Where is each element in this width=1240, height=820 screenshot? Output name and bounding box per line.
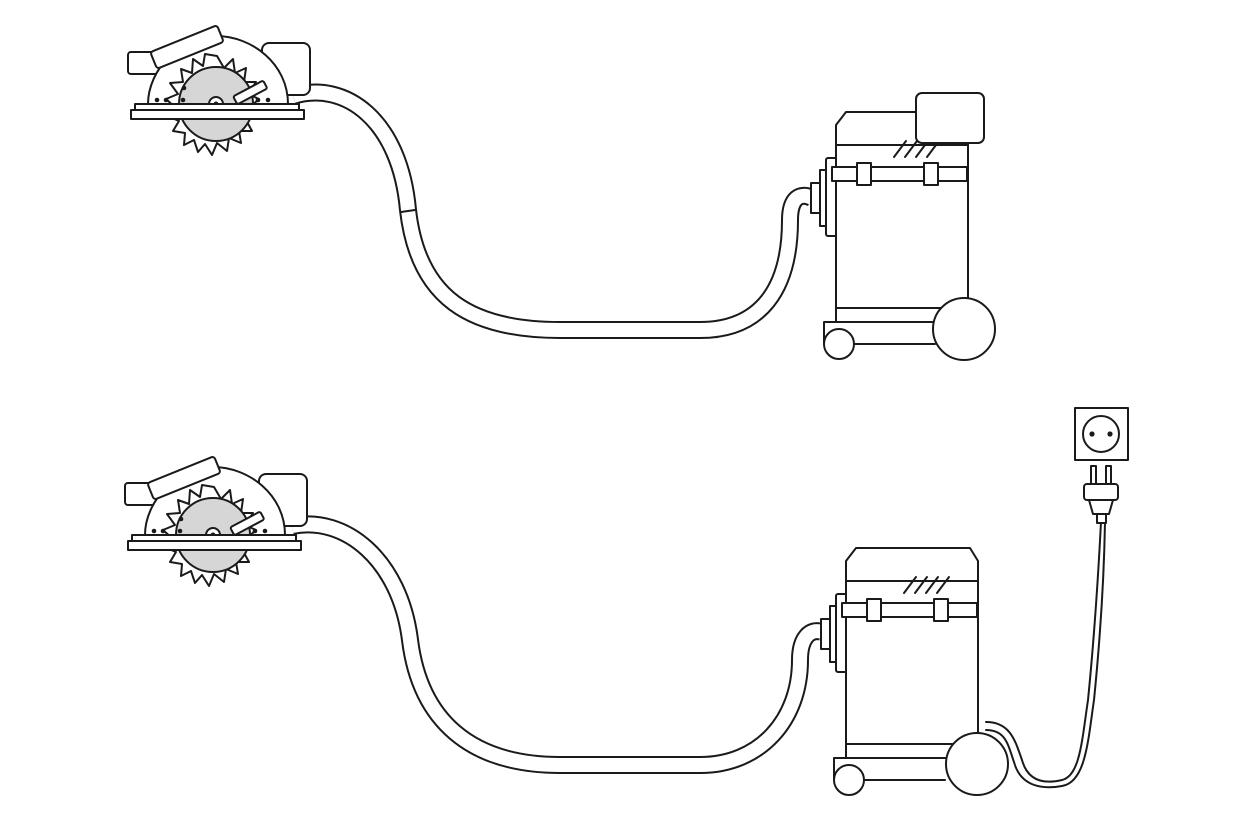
scene-bottom xyxy=(124,407,1129,796)
caster-wheel-bottom xyxy=(833,764,865,796)
large-wheel-bottom xyxy=(945,732,1009,796)
circular-saw-bottom xyxy=(124,455,308,587)
power-plug xyxy=(1083,465,1119,524)
wall-socket xyxy=(1074,407,1129,461)
caster-wheel-top xyxy=(823,328,855,360)
dust-extractor-top xyxy=(810,111,996,361)
extraction-hose-top xyxy=(290,83,817,339)
large-wheel-top xyxy=(932,297,996,361)
extraction-hose-bottom xyxy=(290,515,825,774)
circular-saw-top xyxy=(127,24,311,156)
battery-pack xyxy=(915,92,985,144)
scene-top xyxy=(127,24,996,361)
power-cord xyxy=(985,521,1106,789)
